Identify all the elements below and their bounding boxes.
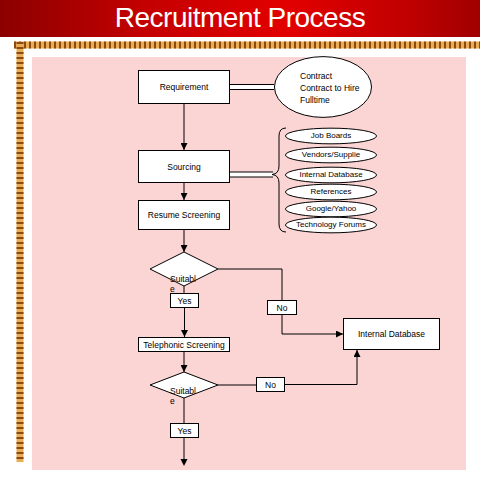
option-text: Google/Yahoo xyxy=(306,204,357,214)
option-ellipse: Job Boards xyxy=(285,128,377,144)
pink-panel xyxy=(32,57,466,470)
double-bar-inner xyxy=(230,85,274,89)
rope-border xyxy=(17,42,24,462)
ellipse-shape xyxy=(285,128,376,144)
box-text: Resume Screening xyxy=(148,210,220,220)
process-box: Telephonic Screening xyxy=(138,337,230,352)
option-text: Technology Forums xyxy=(296,220,366,230)
option-text: Vendors/Supplie xyxy=(302,150,360,160)
process-box: Yes xyxy=(170,423,199,438)
process-box: Sourcing xyxy=(138,150,230,183)
ellipse-shape xyxy=(285,201,376,217)
decision-text: Suitable xyxy=(170,274,200,294)
option-ellipse: Internal Database xyxy=(285,167,377,183)
process-box: Resume Screening xyxy=(138,200,230,230)
process-box: Yes xyxy=(170,293,199,308)
option-list: ContractContract to HireFulltime xyxy=(300,70,360,106)
double-bar-outline xyxy=(230,84,274,90)
rope-border xyxy=(17,42,24,462)
decision-diamond: Suitable xyxy=(150,252,218,286)
rope-border xyxy=(14,42,480,49)
flow-connector xyxy=(285,350,357,385)
arrow-head xyxy=(181,459,188,466)
option-text: Internal Database xyxy=(299,170,362,180)
process-box: Internal Database xyxy=(343,318,440,350)
ellipse-shape xyxy=(285,184,376,200)
process-box: Requirement xyxy=(138,70,230,104)
box-text: Internal Database xyxy=(358,329,425,339)
option-text: References xyxy=(311,187,352,197)
option-ellipse: ContractContract to HireFulltime xyxy=(274,56,372,118)
flow-connector xyxy=(184,230,185,252)
box-text: No xyxy=(277,303,288,313)
flow-connector xyxy=(282,315,343,334)
double-link xyxy=(230,172,273,178)
flow-connector xyxy=(184,183,185,200)
flow-line xyxy=(184,230,185,252)
flow-connector xyxy=(184,308,185,337)
curly-bracket xyxy=(272,128,286,232)
box-text: Requirement xyxy=(160,82,209,92)
option-ellipse: Google/Yahoo xyxy=(285,201,377,217)
flow-line xyxy=(184,183,185,200)
option-text: Fulltime xyxy=(300,94,360,106)
option-ellipse: References xyxy=(285,184,377,200)
flow-line xyxy=(184,104,185,150)
flow-line xyxy=(282,315,343,334)
box-text: Sourcing xyxy=(167,162,201,172)
flow-connector xyxy=(218,269,282,300)
box-text: Yes xyxy=(178,296,192,306)
process-box: No xyxy=(267,300,297,315)
flow-line xyxy=(184,286,185,293)
box-text: Telephonic Screening xyxy=(143,340,224,350)
flow-connector xyxy=(184,398,185,423)
flow-line xyxy=(184,308,185,337)
flow-connector xyxy=(218,385,256,386)
diagram-title: Recruitment Process xyxy=(0,1,480,35)
decision-diamond: Suitable xyxy=(150,372,218,398)
decision-text: Suitable xyxy=(170,386,200,406)
flow-connector xyxy=(184,104,185,150)
box-text: Yes xyxy=(178,426,192,436)
flow-connector xyxy=(230,87,274,88)
flow-line xyxy=(218,269,282,300)
ellipse-shape xyxy=(285,217,376,233)
flow-line xyxy=(285,350,357,385)
flow-line xyxy=(184,398,185,423)
flow-connector xyxy=(184,286,185,293)
ellipse-shape xyxy=(285,167,376,183)
double-link xyxy=(230,173,273,177)
ellipse-shape xyxy=(274,57,371,118)
option-ellipse: Vendors/Supplie xyxy=(285,147,377,163)
option-text: Contract xyxy=(300,70,360,82)
flow-line xyxy=(218,385,256,386)
ellipse-shape xyxy=(285,147,376,163)
flow-connector xyxy=(184,352,185,372)
option-ellipse: Technology Forums xyxy=(285,217,377,233)
option-text: Job Boards xyxy=(311,131,351,141)
option-text: Contract to Hire xyxy=(300,82,360,94)
flow-arrow xyxy=(184,437,185,460)
box-text: No xyxy=(265,380,276,390)
process-box: No xyxy=(256,377,285,392)
flow-line xyxy=(184,352,185,372)
rope-border xyxy=(14,42,480,49)
